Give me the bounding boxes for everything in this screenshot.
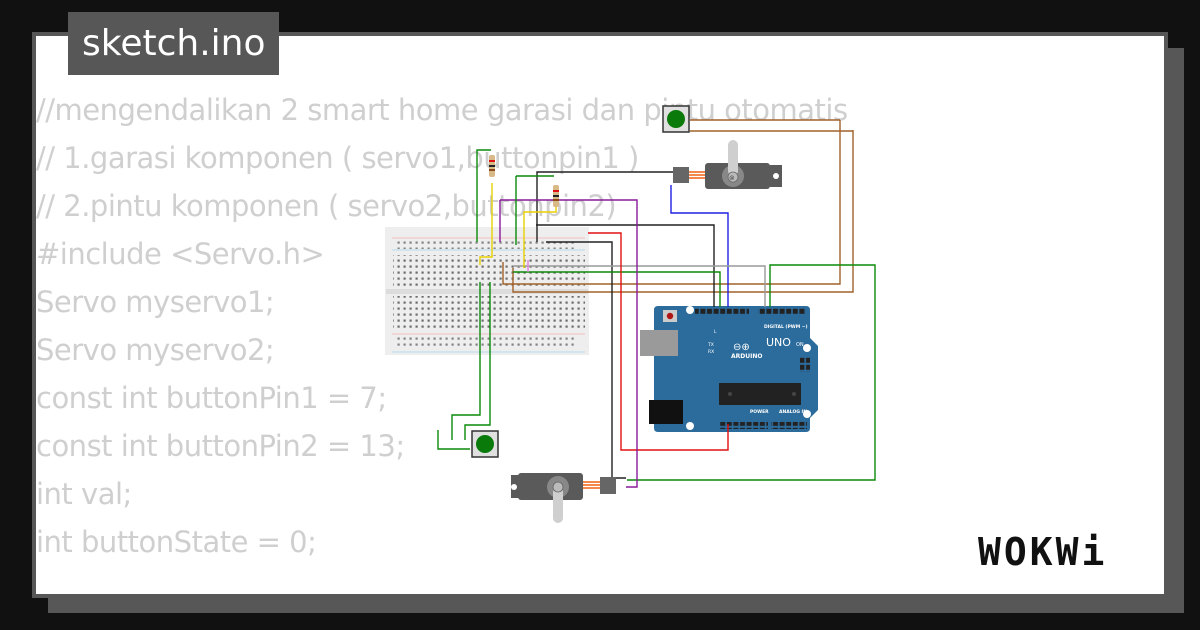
wires bbox=[437, 119, 876, 488]
wokwi-logo: WOKWi bbox=[978, 530, 1108, 574]
arduino-logo-icon: ⊖⊕ bbox=[733, 342, 750, 353]
filename-tab: sketch.ino bbox=[68, 12, 280, 75]
usb-port bbox=[640, 330, 678, 356]
l-label: L bbox=[714, 329, 717, 335]
code-line: #include <Servo.h> bbox=[36, 237, 325, 271]
code-line: //mengendalikan 2 smart home garasi dan … bbox=[36, 93, 848, 127]
code-line: Servo myservo1; bbox=[36, 285, 275, 319]
power-jack bbox=[649, 400, 683, 424]
tx-label: TX bbox=[707, 342, 714, 348]
digital-label: DIGITAL (PWM ~) bbox=[764, 324, 808, 330]
resistor-2 bbox=[553, 185, 559, 207]
reset-button[interactable] bbox=[666, 312, 674, 320]
servo-1: ⊗ bbox=[673, 140, 782, 189]
code-line: // 2.pintu komponen ( servo2,buttonpin2) bbox=[36, 189, 617, 223]
power-label: POWER bbox=[750, 409, 769, 415]
on-label: ON bbox=[796, 342, 804, 348]
rx-label: RX bbox=[708, 349, 714, 355]
board-name: UNO bbox=[766, 336, 791, 349]
code-line: Servo myservo2; bbox=[36, 333, 275, 367]
atmega-chip bbox=[719, 383, 801, 405]
code-listing: //mengendalikan 2 smart home garasi dan … bbox=[36, 86, 848, 566]
board-brand: ARDUINO bbox=[731, 353, 762, 360]
resistor-1 bbox=[489, 155, 495, 177]
servo-2 bbox=[511, 473, 616, 523]
code-line: const int buttonPin2 = 13; bbox=[36, 429, 405, 463]
code-line: int val; bbox=[36, 477, 132, 511]
code-line: const int buttonPin1 = 7; bbox=[36, 381, 387, 415]
breadboard bbox=[385, 227, 589, 355]
code-line: int buttonState = 0; bbox=[36, 525, 317, 559]
analog-label: ANALOG IN bbox=[779, 409, 807, 415]
servo-screw-icon: ⊗ bbox=[729, 174, 735, 182]
pushbutton-2[interactable] bbox=[471, 430, 499, 458]
pushbutton-1[interactable] bbox=[662, 105, 690, 133]
arduino-uno: ⊖⊕ ARDUINO UNO DIGITAL (PWM ~) POWER ANA… bbox=[640, 306, 818, 432]
preview-card bbox=[32, 32, 1168, 598]
